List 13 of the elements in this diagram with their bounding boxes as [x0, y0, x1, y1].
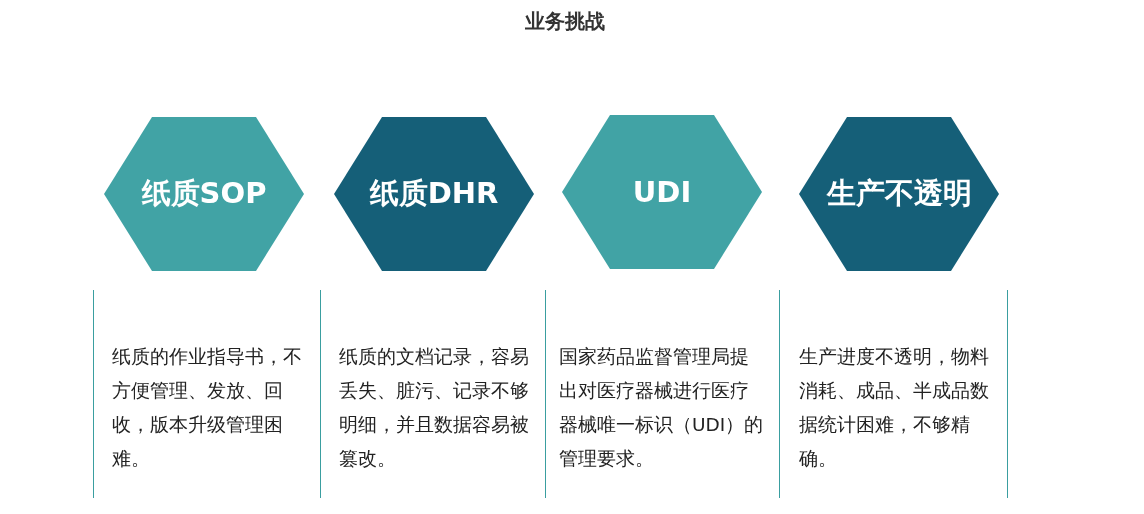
- description-text: 国家药品监督管理局提出对医疗器械进行医疗器械唯一标识（UDI）的管理要求。: [559, 345, 765, 471]
- description-text: 纸质的作业指导书，不方便管理、发放、回收，版本升级管理困难。: [112, 345, 302, 471]
- hexagon: [334, 117, 534, 271]
- description-text: 纸质的文档记录，容易丢失、脏污、记录不够明细，并且数据容易被篡改。: [339, 345, 529, 471]
- description-text: 生产进度不透明，物料消耗、成品、半成品数据统计困难，不够精确。: [799, 345, 990, 471]
- hexagon: [799, 117, 999, 271]
- hexagon-label: 纸质SOP: [141, 175, 267, 212]
- hexagon: [562, 115, 762, 269]
- hexagon-label: UDI: [632, 175, 692, 209]
- title: 业务挑战: [524, 8, 606, 35]
- hexagon-label: 生产不透明: [826, 175, 972, 212]
- hexagon: [104, 117, 304, 271]
- hexagon-label: 纸质DHR: [369, 175, 499, 212]
